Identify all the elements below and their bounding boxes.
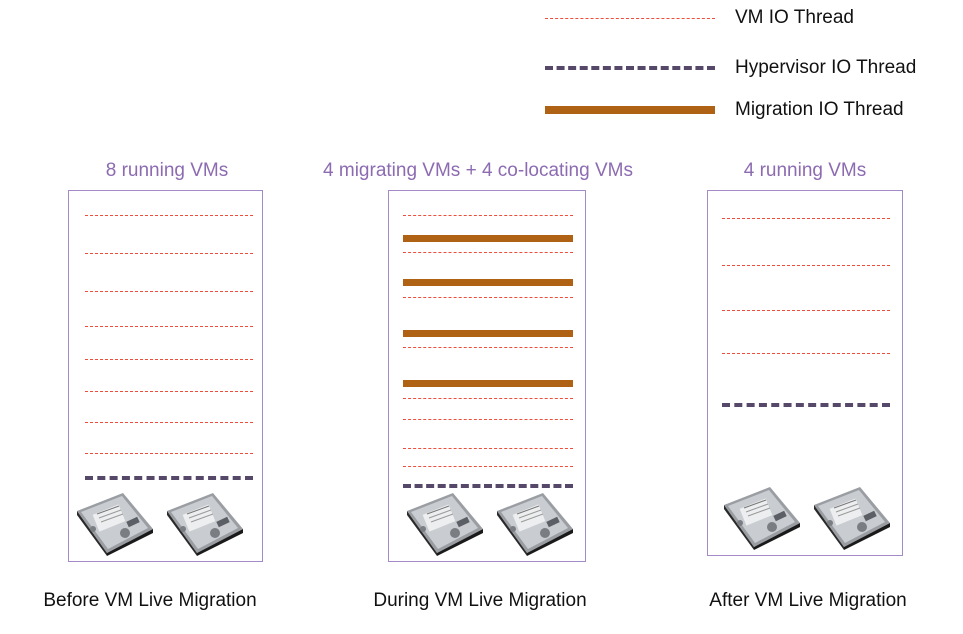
vm-io-thread-line <box>85 422 253 423</box>
vm-io-thread-line <box>85 359 253 360</box>
hard-disk-icon <box>407 493 483 556</box>
legend-item-hypervisor-io-thread: Hypervisor IO Thread <box>545 56 916 80</box>
caption-after: After VM Live Migration <box>709 590 907 611</box>
migration-io-thread-line <box>403 330 573 337</box>
hard-disk-icon <box>167 493 243 556</box>
vm-io-thread-line <box>85 291 253 292</box>
hard-disk-icon <box>497 493 573 556</box>
migration-io-thread-line <box>403 279 573 286</box>
legend-label: Migration IO Thread <box>735 99 904 120</box>
server-box-before <box>68 190 263 562</box>
vm-io-thread-line <box>722 353 890 354</box>
vm-io-thread-line <box>403 297 573 298</box>
vm-io-thread-line <box>722 218 890 219</box>
caption-before: Before VM Live Migration <box>43 590 257 611</box>
legend-item-migration-io-thread: Migration IO Thread <box>545 98 904 122</box>
caption-during: During VM Live Migration <box>373 590 587 611</box>
vm-io-thread-line <box>85 391 253 392</box>
migration-io-thread-line <box>403 380 573 387</box>
disk-group <box>720 483 892 551</box>
disk-group <box>403 489 575 557</box>
vm-io-thread-line <box>403 215 573 216</box>
migration-io-thread-line <box>403 235 573 242</box>
vm-io-thread-line <box>403 398 573 399</box>
hypervisor-io-thread-line <box>85 476 253 480</box>
vm-io-thread-line <box>85 215 253 216</box>
legend-label: Hypervisor IO Thread <box>735 57 917 78</box>
vm-io-thread-line <box>85 453 253 454</box>
vm-io-thread-line <box>403 419 573 420</box>
hard-disk-icon <box>77 493 153 556</box>
hypervisor-io-thread-line <box>403 484 573 488</box>
legend-swatch-migration-io-thread <box>545 106 715 114</box>
hard-disk-icon <box>814 487 890 550</box>
legend-swatch-vm-io-thread <box>545 17 715 19</box>
server-box-after <box>707 190 903 556</box>
panel-title-during: 4 migrating VMs + 4 co-locating VMs <box>323 160 633 181</box>
disk-group <box>73 489 245 557</box>
vm-io-thread-line <box>403 448 573 449</box>
panel-title-before: 8 running VMs <box>105 160 229 181</box>
vm-io-thread-line <box>85 253 253 254</box>
vm-io-thread-line <box>722 310 890 311</box>
legend-item-vm-io-thread: VM IO Thread <box>545 6 854 30</box>
vm-io-thread-line <box>722 265 890 266</box>
vm-io-thread-line <box>403 252 573 253</box>
legend-label: VM IO Thread <box>735 7 854 28</box>
legend-swatch-hypervisor-io-thread <box>545 66 715 70</box>
server-box-during <box>388 190 586 562</box>
vm-io-thread-line <box>403 347 573 348</box>
hypervisor-io-thread-line <box>722 403 890 407</box>
hard-disk-icon <box>724 487 800 550</box>
vm-io-thread-line <box>403 466 573 467</box>
panel-title-after: 4 running VMs <box>743 160 867 181</box>
vm-io-thread-line <box>85 326 253 327</box>
